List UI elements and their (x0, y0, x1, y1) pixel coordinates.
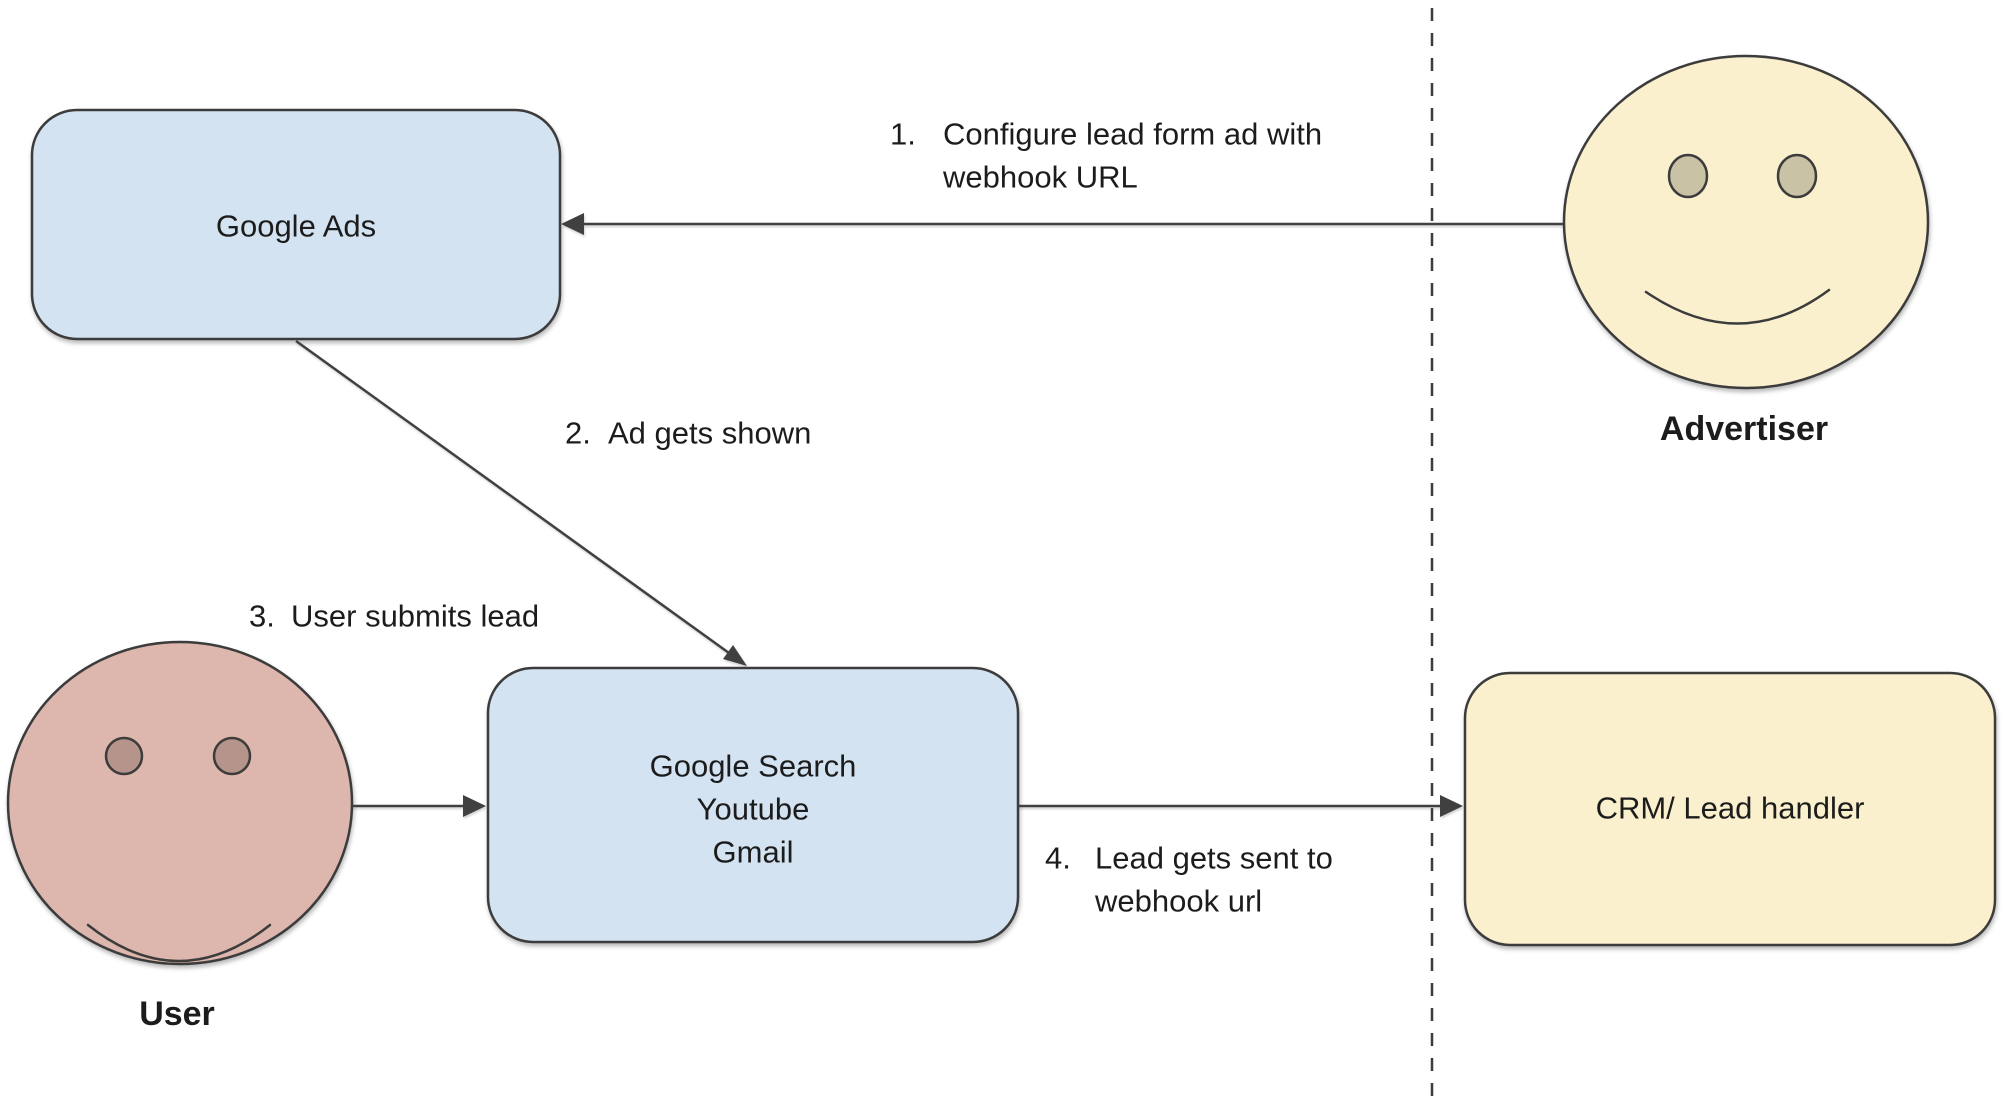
step3-label: 3. User submits lead (249, 599, 539, 634)
step1-number: 1. (890, 117, 916, 152)
node-google-surfaces: Google Search Youtube Gmail (486, 666, 1020, 944)
arrow-lead-sent-to-webhook (1018, 795, 1463, 817)
step3-number: 3. (249, 599, 275, 634)
step4-text-line1: Lead gets sent to (1095, 841, 1333, 876)
step1-label: 1. Configure lead form ad with webhook U… (890, 117, 1322, 195)
google-surfaces-box (486, 666, 1020, 944)
arrow-configure-lead-form (561, 213, 1564, 235)
user-label: User (139, 995, 215, 1033)
arrow-user-submits-lead (352, 795, 486, 817)
crm-label: CRM/ Lead handler (1596, 791, 1865, 826)
google-surfaces-label-line3: Gmail (713, 835, 794, 870)
step2-label: 2. Ad gets shown (565, 416, 811, 451)
advertiser-right-eye-icon (1776, 153, 1818, 199)
step4-number: 4. (1045, 841, 1071, 876)
arrow-2-line (295, 339, 730, 655)
step1-text-line1: Configure lead form ad with (943, 117, 1322, 152)
arrow-3-head-icon (463, 795, 486, 817)
user-face-icon (6, 640, 354, 966)
actor-user: User (6, 640, 354, 1033)
google-ads-box (30, 108, 562, 341)
user-smile-icon (86, 923, 272, 963)
arrow-1-head-icon (561, 213, 584, 235)
user-right-eye-icon (212, 736, 252, 776)
arrow-ad-gets-shown (295, 339, 747, 666)
step1-text-line2: webhook URL (942, 160, 1138, 195)
step4-label: 4. Lead gets sent to webhook url (1045, 841, 1333, 919)
step2-text-line1: Ad gets shown (608, 416, 811, 451)
node-google-ads: Google Ads (30, 108, 562, 341)
node-crm-lead-handler: CRM/ Lead handler (1463, 671, 1997, 947)
advertiser-label: Advertiser (1660, 410, 1828, 448)
step2-number: 2. (565, 416, 591, 451)
google-surfaces-label-line1: Google Search (650, 749, 857, 784)
advertiser-face-icon (1562, 54, 1930, 390)
google-ads-label: Google Ads (216, 209, 376, 244)
arrow-4-head-icon (1440, 795, 1463, 817)
google-surfaces-label-line2: Youtube (697, 792, 810, 827)
step3-text-line1: User submits lead (291, 599, 539, 634)
advertiser-smile-icon (1644, 288, 1831, 325)
step4-text-line2: webhook url (1094, 884, 1262, 919)
advertiser-left-eye-icon (1667, 153, 1709, 199)
crm-box (1463, 671, 1997, 947)
actor-advertiser: Advertiser (1562, 54, 1930, 448)
arrow-2-head-icon (723, 645, 747, 666)
user-left-eye-icon (104, 736, 144, 776)
